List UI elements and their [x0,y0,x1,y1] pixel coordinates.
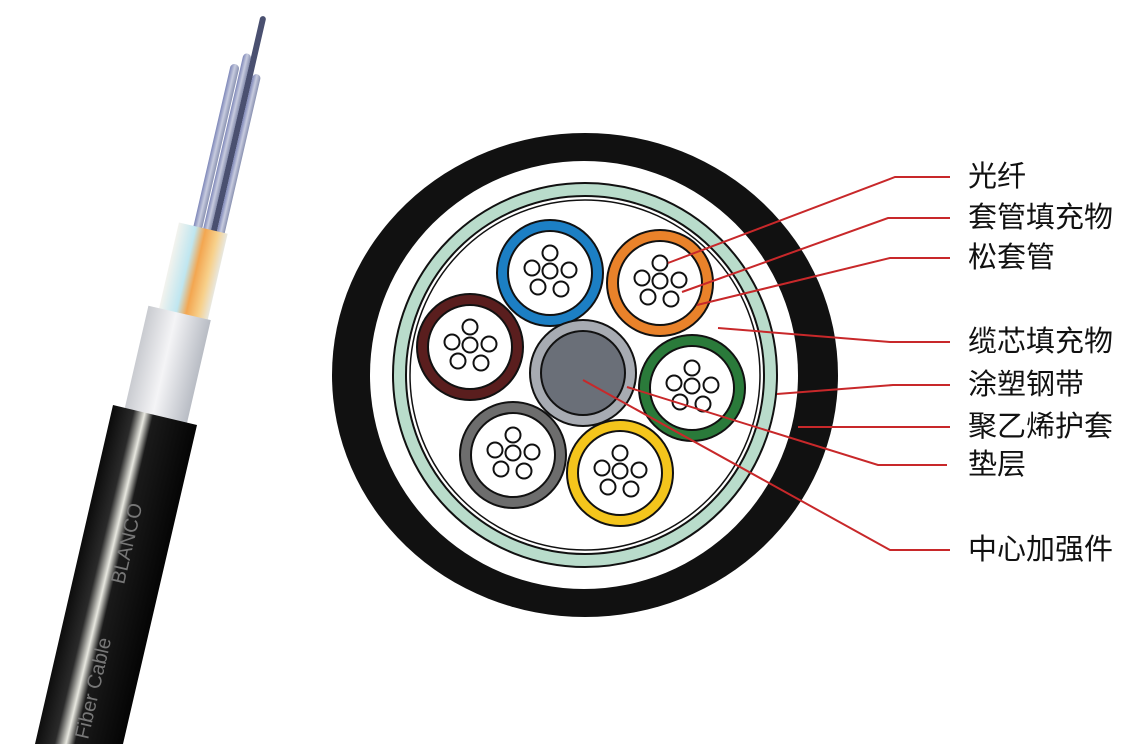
optical-fiber [651,272,669,290]
central-strength-member [540,330,626,416]
leader-line-optical-fiber [667,176,950,264]
optical-fiber [662,290,680,308]
optical-fiber [593,459,611,477]
leader-line-tube-filling [681,217,950,293]
label-tube-filling: 套管填充物 [968,200,1114,234]
leader-line-central-strength-member [582,379,950,551]
optical-fiber [523,443,541,461]
label-loose-tube: 松套管 [968,240,1056,274]
optical-fiber [665,374,683,392]
optical-fiber [552,280,570,298]
optical-fiber [670,271,688,289]
leader-line-loose-tube [696,257,950,306]
loose-tubes [416,219,746,527]
loose-tube-orange [606,229,714,337]
optical-fiber [651,254,669,272]
inner-boundary [409,199,761,551]
optical-fiber [449,352,467,370]
loose-tube-blue [496,219,604,327]
optical-fiber [504,444,522,462]
label-coated-steel-tape: 涂塑钢带 [968,367,1085,401]
optical-fiber [622,480,640,498]
optical-fiber [599,478,617,496]
optical-fiber [611,462,629,480]
optical-fiber [639,288,657,306]
optical-fiber [541,262,559,280]
loose-tube-green [638,334,746,442]
optical-fiber [560,261,578,279]
optical-fiber [683,377,701,395]
loose-tube-section [156,222,228,330]
optical-fiber [523,259,541,277]
optical-fiber [633,269,651,287]
steel-tape-section [123,305,211,428]
optical-fiber [461,318,479,336]
optical-fiber [683,359,701,377]
optical-fiber [630,461,648,479]
label-core-filling: 缆芯填充物 [968,324,1114,358]
optical-fiber [541,244,559,262]
leader-line-coated-steel-tape [776,384,950,395]
loose-tube-yellow [566,419,674,527]
optical-fiber [702,376,720,394]
leader-line-core-filling [717,327,950,343]
loose-tube-brown [416,293,524,401]
optical-fiber [504,426,522,444]
cable-photo: BLANCO Fiber Cable [35,16,266,744]
optical-fiber [472,354,490,372]
label-pe-sheath: 聚乙烯护套 [968,409,1114,443]
label-optical-fiber: 光纤 [968,159,1027,193]
optical-fiber [515,462,533,480]
label-bedding-layer: 垫层 [968,447,1027,481]
optical-fiber [492,460,510,478]
optical-fiber [486,441,504,459]
leader-line-bedding-layer [626,386,947,466]
optical-fiber [461,336,479,354]
optical-fiber [480,335,498,353]
optical-fiber [443,333,461,351]
black-jacket-section [35,405,197,744]
leader-lines [582,176,950,551]
optical-fiber [611,444,629,462]
label-central-strength-member: 中心加强件 [968,532,1114,566]
cable-cross-section [332,133,838,617]
cable-upper-part [123,16,266,428]
loose-tube-gray [459,401,567,509]
optical-fiber [529,278,547,296]
